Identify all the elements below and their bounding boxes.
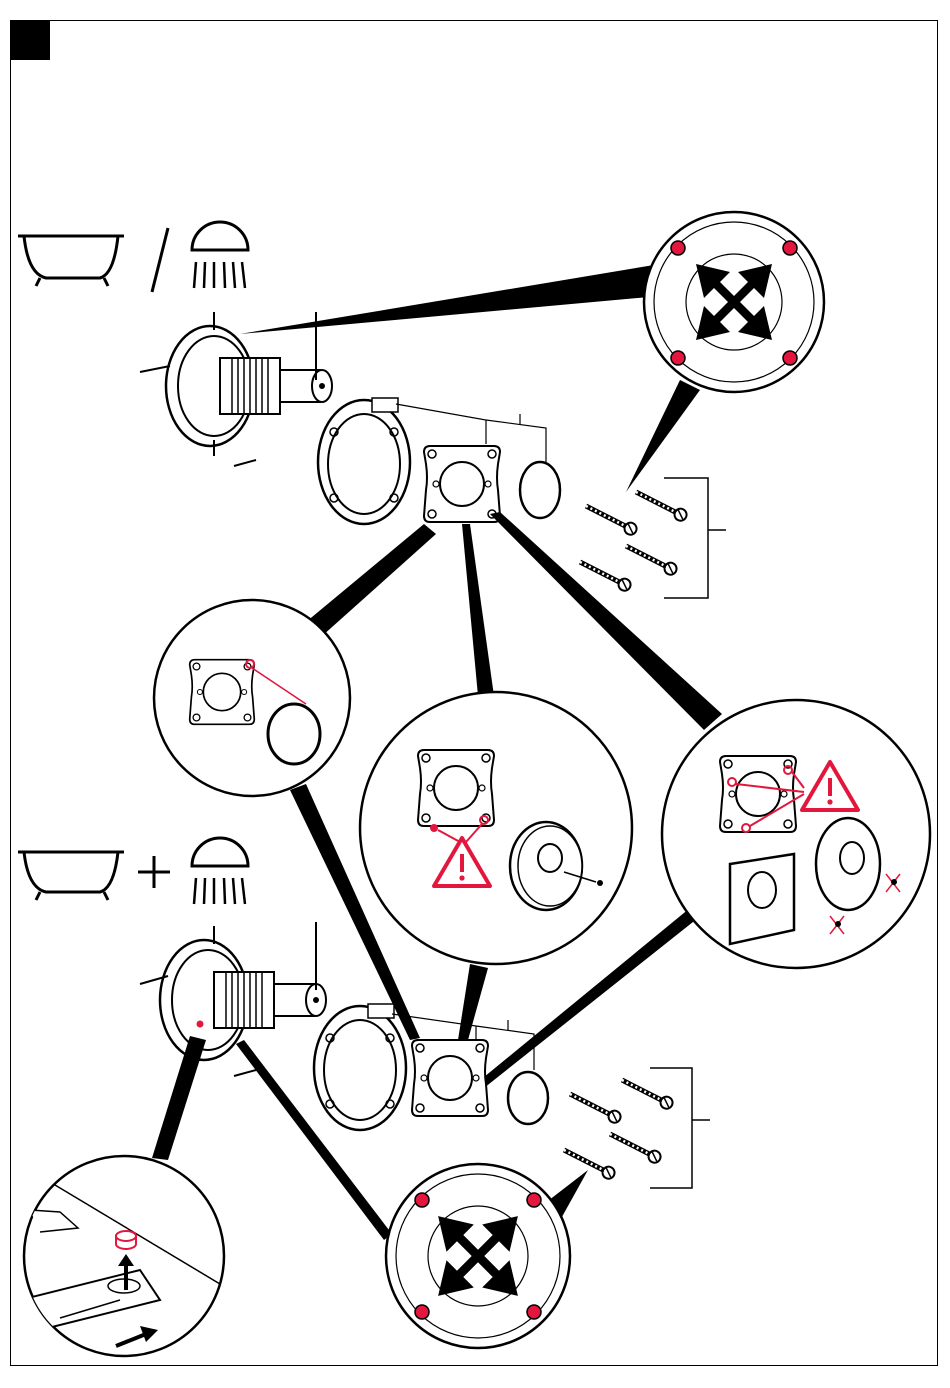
detail-circle-round-cover	[360, 692, 632, 964]
callout-wedge	[240, 264, 660, 334]
o-ring	[520, 462, 560, 518]
detail-circle-cover-options	[662, 700, 930, 968]
shower-head-icon	[192, 838, 248, 904]
valve-body	[166, 326, 332, 446]
shower-head-icon	[192, 222, 248, 288]
mounting-ring	[314, 1004, 406, 1130]
bathtub-icon	[18, 852, 124, 900]
mounting-ring	[318, 398, 410, 524]
detail-circle-alignment	[386, 1164, 570, 1348]
and-separator	[138, 856, 170, 888]
screw-set	[577, 487, 688, 593]
bathtub-icon	[18, 236, 124, 286]
screw-set	[561, 1075, 674, 1181]
callout-wedge	[626, 380, 700, 492]
o-ring	[508, 1072, 548, 1124]
flange-plate	[412, 1040, 488, 1116]
flange-plate	[424, 446, 500, 522]
detail-circle-cartridge-lever	[20, 1156, 230, 1356]
detail-circle-o-ring	[154, 600, 350, 796]
detail-circle-alignment	[644, 212, 824, 392]
or-separator	[152, 228, 168, 292]
